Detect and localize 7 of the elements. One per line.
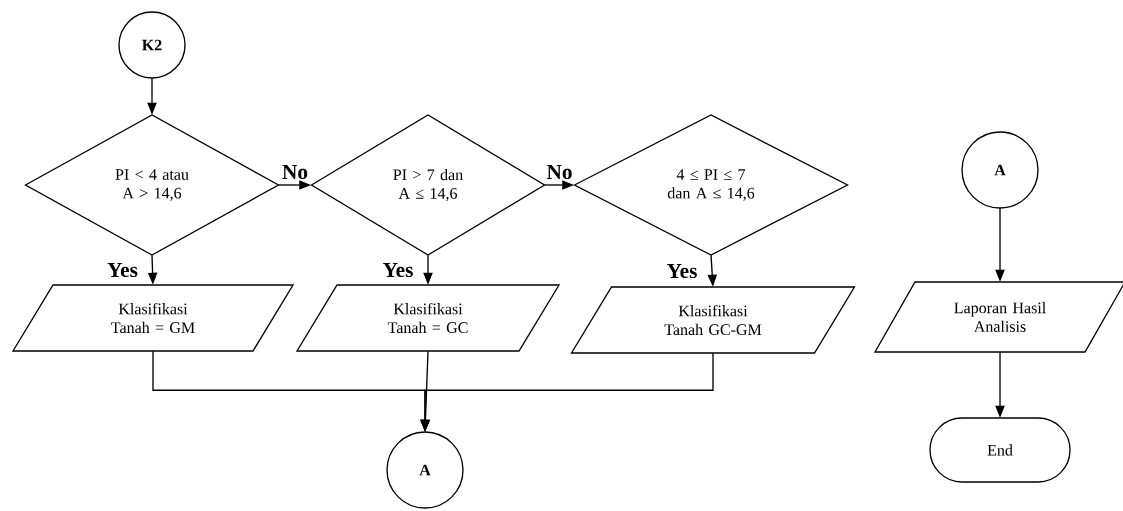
terminal-box: End bbox=[929, 417, 1071, 483]
edge-label: No bbox=[546, 164, 572, 180]
edge-label: Yes bbox=[667, 263, 697, 279]
edge-label: Yes bbox=[107, 262, 138, 278]
edge-label: No bbox=[282, 164, 308, 180]
data-parallelogram: Klasifikasi Tanah GC-GM bbox=[570, 286, 856, 354]
edge-label: Yes bbox=[383, 262, 413, 278]
